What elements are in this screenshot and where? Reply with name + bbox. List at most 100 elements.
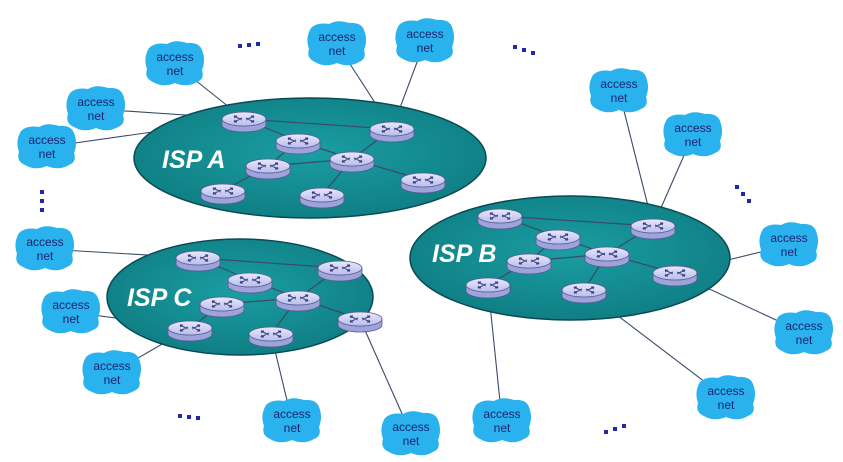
link-a1-a2 (243, 118, 393, 130)
access-net-label-line1: access (392, 420, 429, 434)
dot (40, 190, 44, 194)
ellipsis-dots-bottom-left (178, 414, 200, 420)
ellipsis-dots-bottom-right (604, 424, 626, 434)
dot (604, 430, 608, 434)
router-a1-icon (221, 111, 267, 133)
router-c2-icon (317, 260, 363, 282)
access-net-label-line1: access (26, 235, 63, 249)
access-net-label-line1: access (406, 27, 443, 41)
dot (178, 414, 182, 418)
ellipsis-dots-left (40, 190, 44, 212)
dot (247, 43, 251, 47)
router-c6-icon (337, 311, 383, 333)
access-net-label-line2: net (63, 312, 80, 326)
access-net-label-line1: access (707, 384, 744, 398)
dot (238, 44, 242, 48)
isp-b-label: ISP B (432, 240, 496, 268)
router-a3-icon (275, 133, 321, 155)
access-net-label-line1: access (93, 359, 130, 373)
access-net-label-line2: net (611, 91, 628, 105)
access-net-label-line1: access (674, 121, 711, 135)
router-a8-icon (299, 187, 345, 209)
dot (747, 199, 751, 203)
dot (622, 424, 626, 428)
access-net-label-line1: access (156, 50, 193, 64)
access-net-label-line2: net (167, 64, 184, 78)
ellipsis-dots (40, 42, 751, 434)
router-c1-icon (175, 250, 221, 272)
access-net-label-line1: access (273, 407, 310, 421)
router-a7-icon (200, 183, 246, 205)
router-b8-icon (561, 282, 607, 304)
ellipsis-dots-right (735, 185, 751, 203)
dot (513, 45, 517, 49)
access-net-label-line1: access (28, 133, 65, 147)
access-net-label-line2: net (494, 421, 511, 435)
access-net-label-line2: net (329, 44, 346, 58)
router-c7-icon (167, 320, 213, 342)
access-net-label-line1: access (785, 319, 822, 333)
dot (522, 48, 526, 52)
router-b7-icon (465, 277, 511, 299)
isp-c-label: ISP C (127, 284, 192, 312)
dot (531, 51, 535, 55)
access-net-label-line2: net (104, 373, 121, 387)
access-net-label-line2: net (88, 109, 105, 123)
access-net-label-line1: access (77, 95, 114, 109)
access-net-label-line1: access (318, 30, 355, 44)
router-a6-icon (400, 172, 446, 194)
router-b6-icon (652, 265, 698, 287)
ellipsis-dots-top-left (238, 42, 260, 48)
router-c3-icon (227, 272, 273, 294)
access-net-label-line2: net (796, 333, 813, 347)
router-b3-icon (535, 229, 581, 251)
router-c8-icon (248, 326, 294, 348)
access-net-label-line2: net (37, 249, 54, 263)
access-nets: accessnetaccessnetaccessnetaccessnetacce… (15, 18, 833, 456)
link-b1-b2 (499, 215, 654, 227)
access-net-label-line1: access (600, 77, 637, 91)
dot (187, 415, 191, 419)
router-b4-icon (584, 246, 630, 268)
router-b2-icon (630, 218, 676, 240)
dot (735, 185, 739, 189)
router-b5-icon (506, 253, 552, 275)
router-c4-icon (275, 290, 321, 312)
link-c1-c2 (197, 257, 341, 269)
dot (196, 416, 200, 420)
dot (741, 192, 745, 196)
router-a4-icon (329, 151, 375, 173)
access-net-label-line2: net (284, 421, 301, 435)
router-b1-icon (477, 208, 523, 230)
access-net-label-line2: net (403, 434, 420, 448)
dot (256, 42, 260, 46)
dot (40, 208, 44, 212)
access-net-label-line2: net (417, 41, 434, 55)
access-net-label-line1: access (770, 231, 807, 245)
access-net-label-line2: net (718, 398, 735, 412)
access-net-label-line1: access (52, 298, 89, 312)
access-net-label-line2: net (781, 245, 798, 259)
router-a2-icon (369, 121, 415, 143)
router-c5-icon (199, 296, 245, 318)
router-a5-icon (245, 158, 291, 180)
access-net-label-line1: access (483, 407, 520, 421)
access-net-label-line2: net (685, 135, 702, 149)
